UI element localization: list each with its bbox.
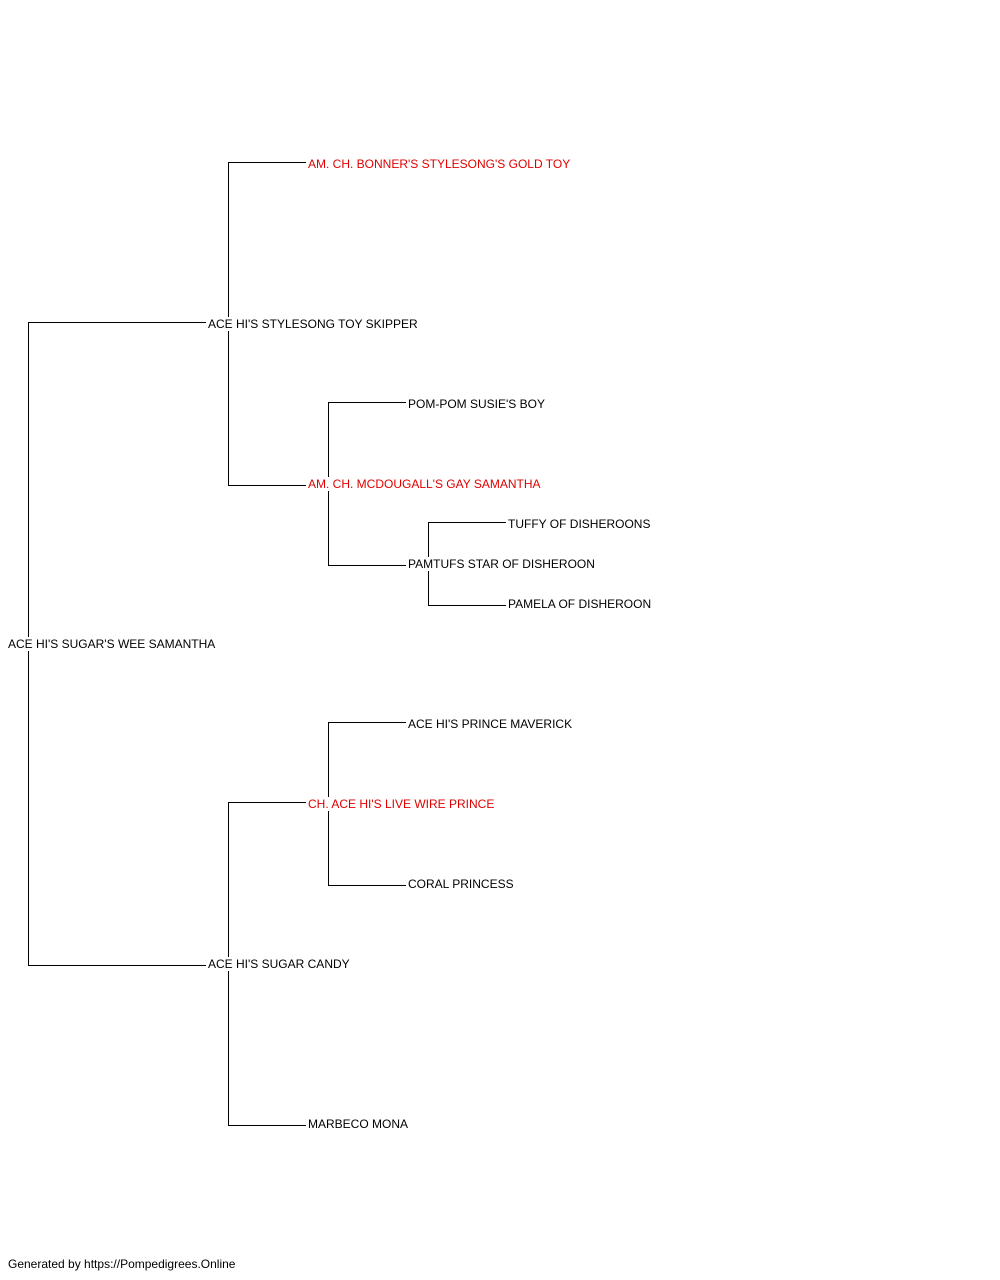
sire-dam-sire-name: POM-POM SUSIE'S BOY [408, 397, 547, 411]
sire-dam-name: AM. CH. MCDOUGALL'S GAY SAMANTHA [308, 477, 543, 491]
subject-dog-name: ACE HI'S SUGAR'S WEE SAMANTHA [8, 637, 218, 651]
sire-name: ACE HI'S STYLESONG TOY SKIPPER [208, 317, 420, 331]
dam-dam-name: MARBECO MONA [308, 1117, 411, 1131]
generated-by-footer: Generated by https://Pompedigrees.Online [8, 1257, 236, 1271]
sire-dam-dam-sire-name: TUFFY OF DISHEROONS [508, 517, 653, 531]
dam-name: ACE HI'S SUGAR CANDY [208, 957, 352, 971]
dam-sire-dam-name: CORAL PRINCESS [408, 877, 516, 891]
sire-dam-dam-name: PAMTUFS STAR OF DISHEROON [408, 557, 597, 571]
dam-sire-name: CH. ACE HI'S LIVE WIRE PRINCE [308, 797, 497, 811]
dam-sire-sire-name: ACE HI'S PRINCE MAVERICK [408, 717, 575, 731]
sire-sire-name: AM. CH. BONNER'S STYLESONG'S GOLD TOY [308, 157, 573, 171]
sire-dam-dam-dam-name: PAMELA OF DISHEROON [508, 597, 654, 611]
